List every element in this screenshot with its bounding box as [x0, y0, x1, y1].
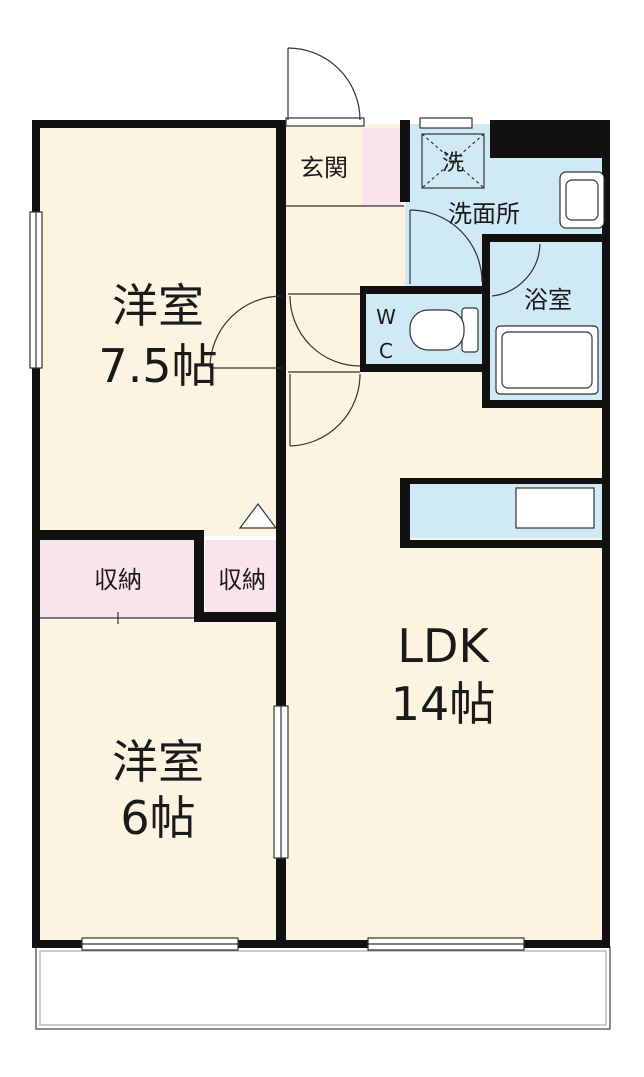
room-size-western-6: 6帖: [120, 791, 195, 845]
storage-right-label: 収納: [218, 566, 266, 594]
toilet-label-c: C: [379, 339, 393, 363]
kitchen-sink: [515, 487, 595, 529]
bathroom-label: 浴室: [524, 286, 572, 314]
doors: [40, 47, 541, 624]
windows: [29, 117, 525, 951]
storage-right-fill: [205, 540, 281, 618]
balcony: [35, 946, 611, 1030]
room-western-7-5-fill: [36, 124, 281, 536]
toilet-label-w: W: [376, 305, 396, 329]
washroom-label: 洗面所: [448, 200, 520, 228]
storage-left-label: 収納: [94, 566, 142, 594]
toilet-bowl: [409, 309, 465, 351]
room-name-western-7-5: 洋室: [112, 279, 204, 333]
room-name-western-6: 洋室: [112, 735, 204, 789]
entrance-step-pink: [362, 128, 402, 206]
room-western-6-fill: [36, 620, 281, 942]
balcony-inner-line: [39, 950, 607, 1026]
room-ldk-fill: [285, 368, 607, 942]
room-name-ldk: LDK: [397, 619, 490, 673]
storage-left-fill: [36, 540, 194, 618]
room-size-western-7-5: 7.5帖: [98, 339, 217, 393]
room-size-ldk: 14帖: [391, 677, 496, 731]
fixtures: [409, 133, 605, 529]
entrance-fill: [288, 128, 360, 206]
entrance-label: 玄関: [300, 154, 348, 182]
washer-label: 洗: [442, 151, 464, 176]
walls: [32, 120, 610, 948]
